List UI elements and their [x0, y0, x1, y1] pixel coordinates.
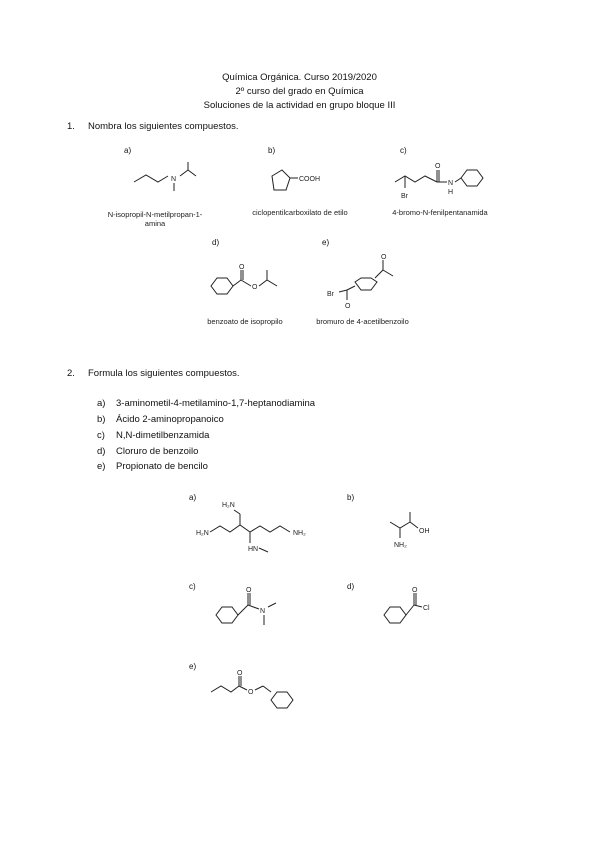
atom-oh-2b: OH	[419, 528, 430, 535]
question-2-number: 2.	[67, 368, 75, 379]
structure-1a: N	[133, 162, 197, 191]
structure-2e: O O	[210, 670, 294, 709]
structure-2d: O Cl	[383, 587, 430, 624]
atom-o-2d: O	[412, 587, 418, 594]
q2-item-a-letter: a)	[97, 398, 106, 409]
answer-1a-line2: amina	[144, 219, 166, 228]
q2-label-b: b)	[347, 493, 355, 502]
q2-item-e-letter: e)	[97, 461, 106, 472]
doc-heading: Soluciones de la actividad en grupo bloq…	[203, 100, 396, 111]
atom-o2-2e: O	[248, 689, 254, 696]
q2-label-d: d)	[347, 582, 355, 591]
atom-o2-1e: O	[345, 303, 351, 310]
atom-cl-2d: Cl	[423, 605, 430, 612]
atom-br-1c: Br	[401, 193, 409, 200]
q2-item-e: e) Propionato de bencilo	[97, 461, 208, 472]
atom-nh2-2a: NH₂	[293, 530, 306, 537]
q2-item-c-letter: c)	[97, 430, 105, 441]
atom-o-2e: O	[237, 670, 243, 677]
q2-label-c: c)	[189, 582, 196, 591]
q1-label-e: e)	[322, 238, 330, 247]
q2-item-b: b) Ácido 2-aminopropanoico	[97, 414, 224, 425]
atom-o-1c: O	[435, 163, 441, 170]
q2-label-a: a)	[189, 493, 197, 502]
atom-h2n-left-2a: H₂N	[196, 530, 209, 537]
structure-2c: O N	[215, 587, 277, 625]
atom-o-1e: O	[381, 254, 387, 261]
q2-item-d: d) Cloruro de benzoilo	[97, 446, 198, 457]
question-1-text: Nombra los siguientes compuestos.	[88, 121, 239, 132]
answer-1a-line1: N-isopropil-N-metilpropan-1-	[107, 210, 203, 219]
q2-item-c-text: N,N-dimetilbenzamida	[116, 430, 210, 441]
q2-item-b-text: Ácido 2-aminopropanoico	[116, 414, 224, 425]
q1-label-c: c)	[400, 146, 407, 155]
question-2-text: Formula los siguientes compuestos.	[88, 368, 240, 379]
q2-item-c: c) N,N-dimetilbenzamida	[97, 430, 209, 441]
structure-2b: OH NH₂	[389, 512, 430, 549]
structure-1c: O N H Br	[394, 163, 484, 200]
atom-h-1c: H	[448, 189, 453, 196]
q1-label-d: d)	[212, 238, 220, 247]
atom-o-2c: O	[246, 587, 252, 594]
q2-item-a-text: 3-aminometil-4-metilamino-1,7-heptanodia…	[116, 398, 316, 409]
answer-1a: N-isopropil-N-metilpropan-1- amina	[105, 210, 205, 228]
atom-hn-2a: HN	[248, 546, 258, 553]
q2-label-e: e)	[189, 662, 197, 671]
q1-label-a: a)	[124, 146, 132, 155]
answer-1e: bromuro de 4-acetilbenzoilo	[316, 317, 409, 326]
doc-title: Química Orgánica. Curso 2019/2020	[222, 72, 377, 83]
q2-item-b-letter: b)	[97, 414, 106, 425]
answer-1b: ciclopentilcarboxilato de etilo	[252, 208, 348, 217]
atom-o2-1d: O	[252, 284, 258, 291]
structure-1b: COOH	[271, 169, 320, 191]
atom-n-2c: N	[260, 608, 265, 615]
atom-o-1d: O	[239, 264, 245, 271]
atom-n-1c: N	[448, 180, 453, 187]
structure-2a: H₂N H₂N HN NH₂	[196, 502, 306, 553]
atom-n-1a: N	[171, 176, 176, 183]
answer-1d: benzoato de isopropilo	[207, 317, 283, 326]
question-1-number: 1.	[67, 121, 75, 132]
structure-1e: O O Br	[327, 254, 394, 310]
q2-item-a: a) 3-aminometil-4-metilamino-1,7-heptanod…	[97, 398, 315, 409]
q2-item-d-letter: d)	[97, 446, 106, 457]
atom-cooh-1b: COOH	[299, 176, 320, 183]
answer-1c: 4-bromo-N-fenilpentanamida	[392, 208, 488, 217]
q2-item-d-text: Cloruro de benzoilo	[116, 446, 199, 457]
q2-item-e-text: Propionato de bencilo	[116, 461, 208, 472]
doc-subtitle: 2º curso del grado en Química	[235, 86, 364, 97]
atom-h2n-top-2a: H₂N	[222, 502, 235, 509]
question-1: 1. Nombra los siguientes compuestos.	[67, 121, 239, 132]
question-2: 2. Formula los siguientes compuestos.	[67, 368, 240, 379]
atom-nh2-2b: NH₂	[394, 542, 407, 549]
q1-label-b: b)	[268, 146, 276, 155]
atom-br-1e: Br	[327, 291, 335, 298]
structure-1d: O O	[210, 264, 278, 295]
